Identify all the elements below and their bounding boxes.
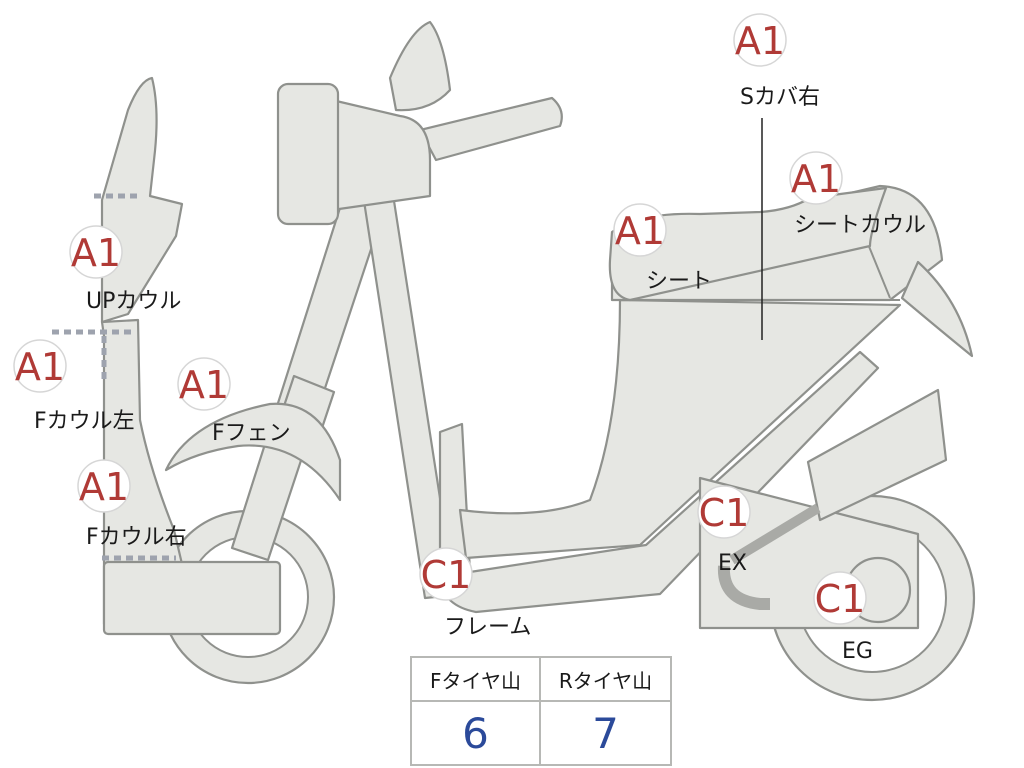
grade-badge — [789, 151, 843, 205]
marker-up-cowl: A1 UPカウル — [69, 225, 181, 314]
grade-badge — [13, 339, 67, 393]
grade-badge — [613, 203, 667, 257]
part-label: Sカバ右 — [740, 85, 820, 110]
part-label: UPカウル — [86, 289, 181, 314]
part-label: EX — [718, 551, 747, 576]
part-label: Fフェン — [212, 421, 291, 446]
marker-f-fender: A1 Fフェン — [177, 357, 291, 446]
exhaust-connector — [729, 503, 821, 565]
headlight-housing — [330, 98, 432, 212]
part-label: フレーム — [444, 615, 531, 640]
rear-shock — [806, 388, 948, 522]
tire-tread-table: Fタイヤ山 Rタイヤ山 6 7 — [410, 656, 672, 766]
exhaust-pipe — [717, 565, 770, 610]
grade-value: C1 — [421, 553, 472, 597]
marker-s-cover-right: A1 Sカバ右 — [733, 13, 820, 110]
grade-value: A1 — [735, 19, 785, 63]
grade-value: A1 — [179, 363, 229, 407]
marker-f-cowl-right: A1 Fカウル右 — [77, 459, 187, 550]
marker-exhaust: C1 EX — [697, 485, 751, 576]
floor-tunnel — [458, 298, 902, 560]
front-fender-shape — [164, 402, 342, 502]
front-footboard — [102, 560, 282, 636]
marker-seat: A1 シート — [613, 203, 712, 294]
marker-frame: C1 フレーム — [419, 547, 531, 640]
rear-tread-header: Rタイヤ山 — [541, 658, 670, 702]
part-label: EG — [842, 639, 873, 664]
grade-value: A1 — [615, 209, 665, 253]
cowl-seam — [867, 243, 891, 299]
marker-seat-cowl: A1 シートカウル — [789, 151, 926, 238]
grade-value: A1 — [71, 231, 121, 275]
marker-engine: C1 EG — [813, 571, 873, 664]
rear-cowl-tail — [900, 260, 974, 358]
marker-f-cowl-left: A1 Fカウル左 — [13, 339, 135, 434]
grade-value: A1 — [79, 465, 129, 509]
part-label: Fカウル左 — [34, 409, 135, 434]
grade-badge — [69, 225, 123, 279]
grade-value: C1 — [699, 491, 750, 535]
part-label: シートカウル — [794, 213, 926, 238]
grade-badge — [77, 459, 131, 513]
grade-value: A1 — [15, 345, 65, 389]
windscreen — [388, 20, 452, 112]
rear-tread-value: 7 — [592, 708, 619, 758]
grade-badge — [697, 485, 751, 539]
front-tread-value: 6 — [412, 702, 541, 764]
grade-value: A1 — [791, 157, 841, 201]
part-label: シート — [646, 269, 712, 294]
part-label: Fカウル右 — [86, 525, 187, 550]
grade-badge — [177, 357, 231, 411]
grade-badge — [419, 547, 473, 601]
headlight-lens — [276, 82, 340, 226]
front-tread-header: Fタイヤ山 — [412, 658, 541, 702]
handlebar-right — [418, 96, 563, 162]
grade-value: C1 — [815, 577, 866, 621]
front-cowl-upper — [100, 76, 184, 324]
grade-badge — [813, 571, 867, 625]
grade-badge — [733, 13, 787, 67]
front-cowl-lower — [100, 318, 184, 626]
